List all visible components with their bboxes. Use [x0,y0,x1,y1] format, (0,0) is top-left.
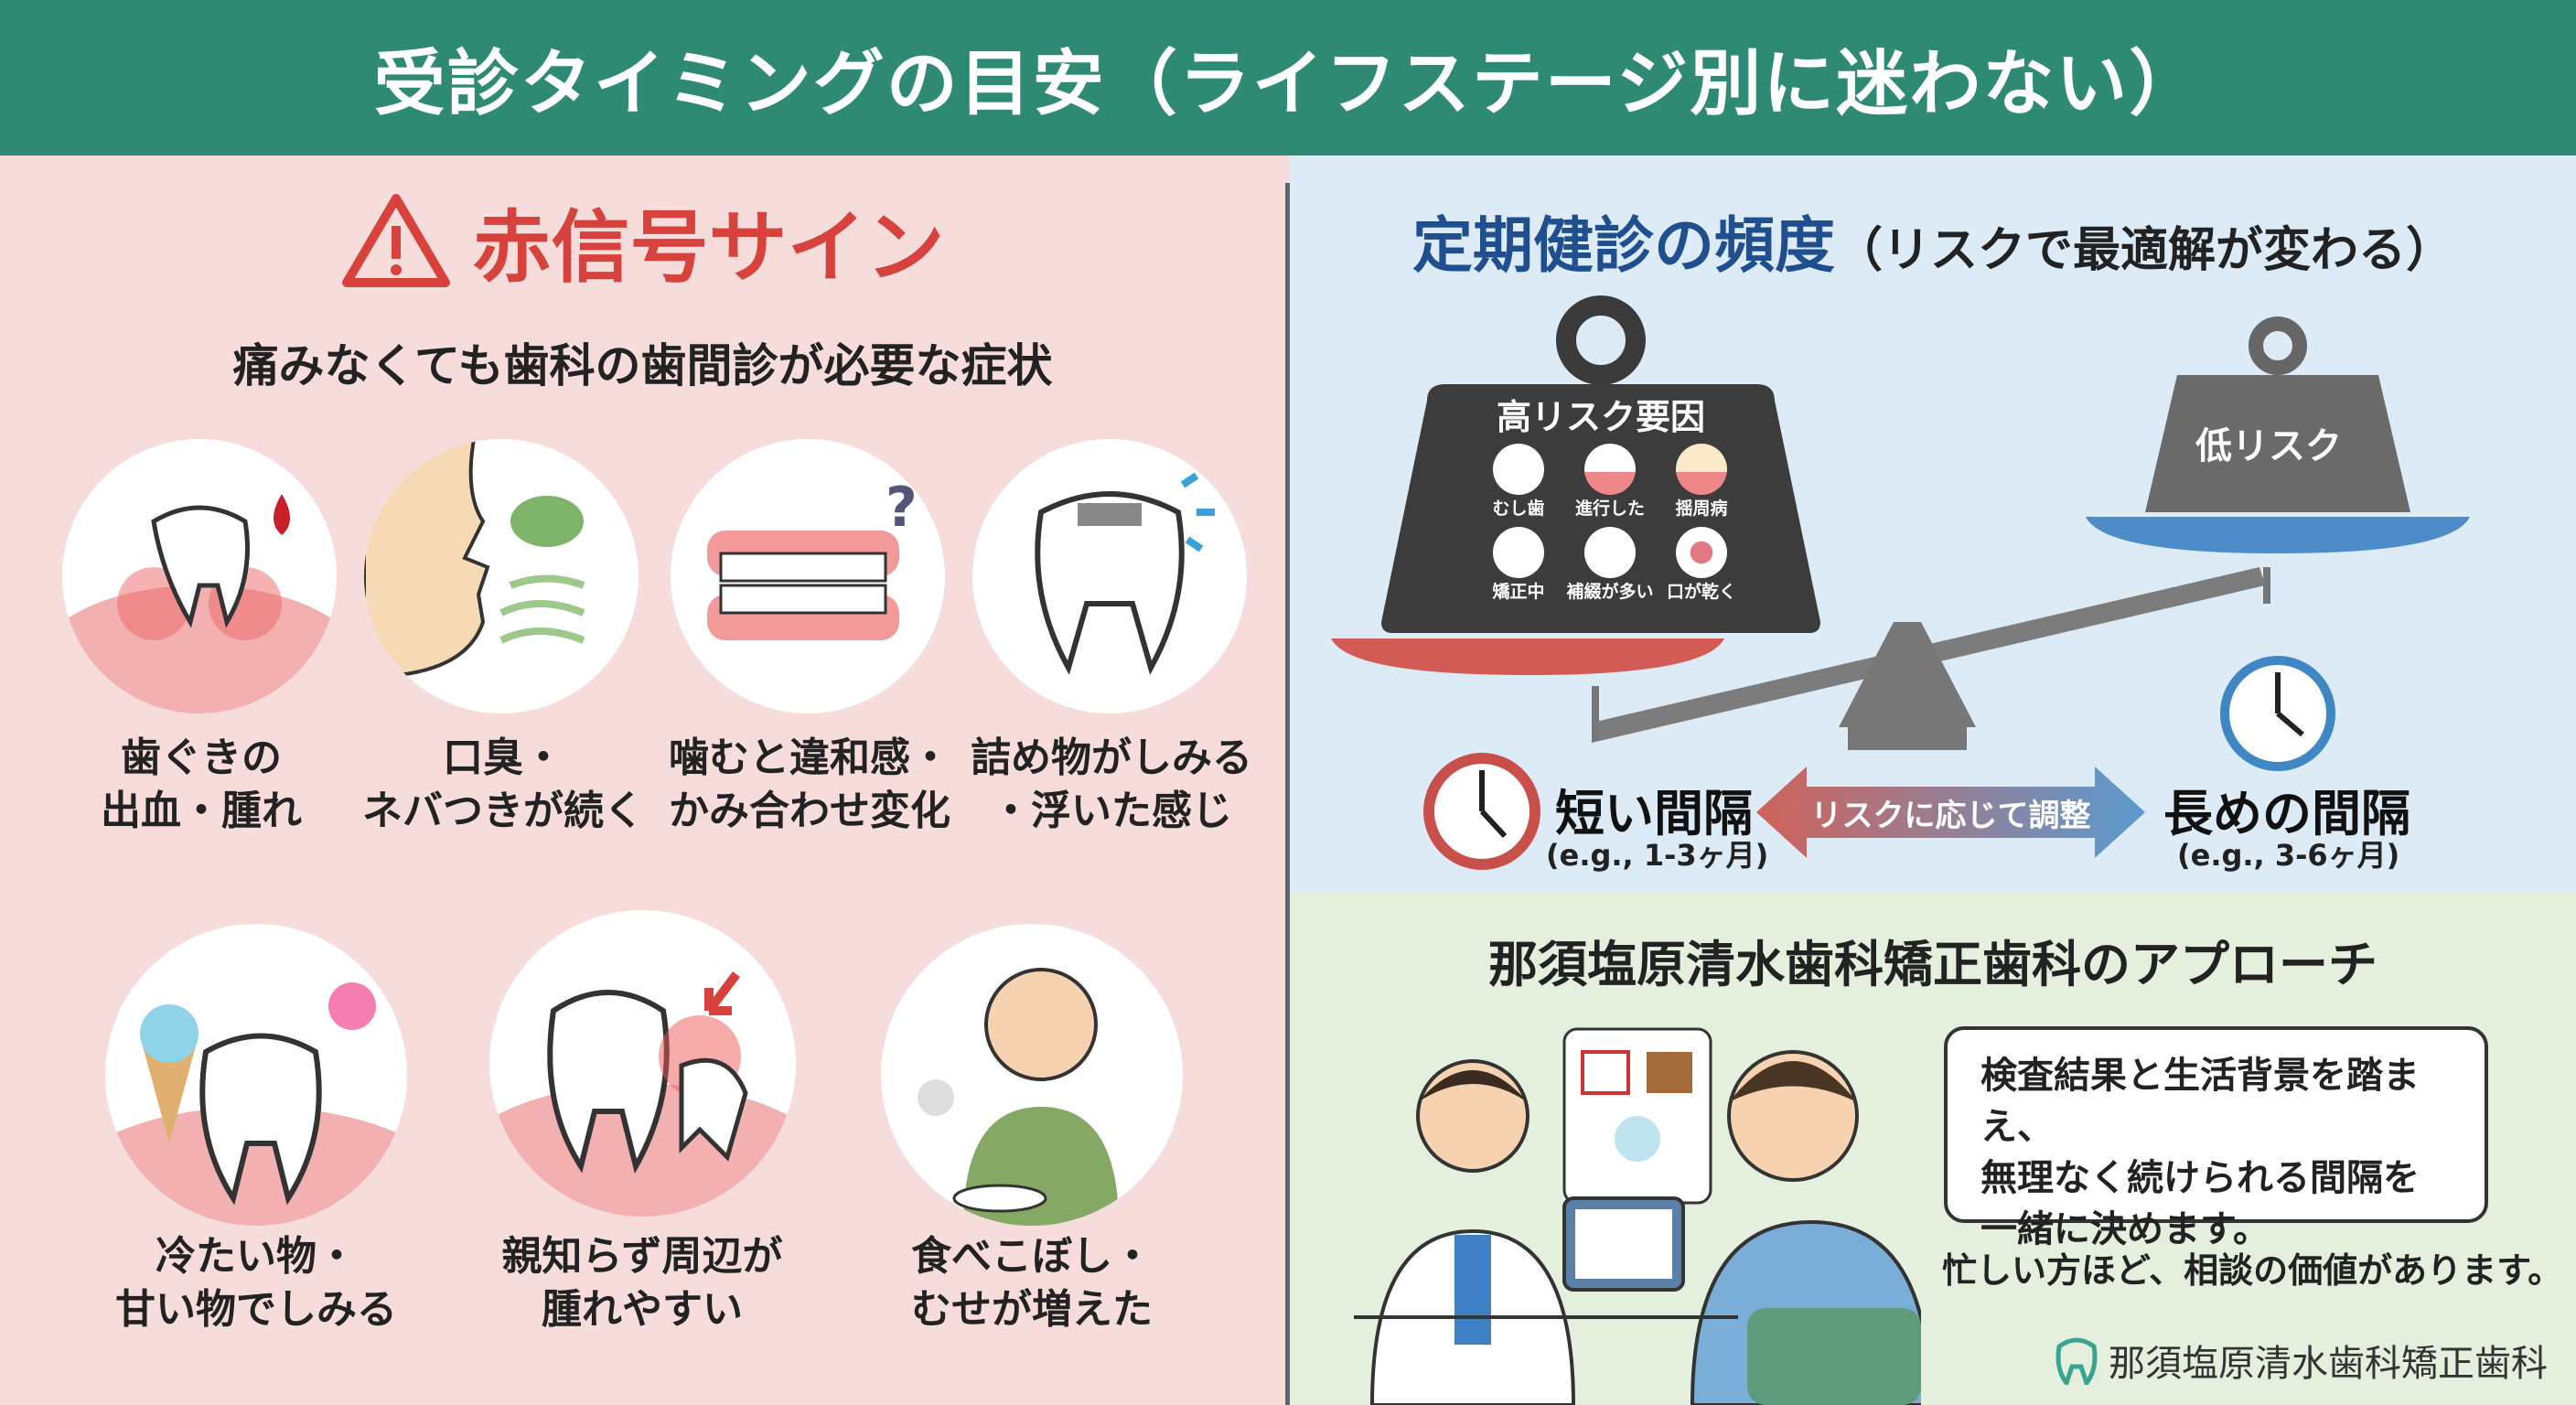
symptom-label: 親知らず周辺が腫れやすい [501,1233,783,1333]
svg-text:?: ? [886,476,918,540]
risk-factor-orthodontic: 矯正中 [1473,527,1564,603]
adjust-label: リスクに応じて調整 [1810,797,2091,834]
symptom-label: 口臭・ネバつきが続く [362,735,644,834]
symptom-label: 噛むと違和感・かみ合わせ変化 [669,735,950,834]
wisdom-tooth-icon [489,910,796,1217]
drop-icon [1676,527,1727,578]
elderly-choking-icon [881,924,1183,1226]
caries-icon [1493,444,1544,495]
symptom-label: 歯ぐきの出血・腫れ [101,735,302,834]
adjust-arrow: リスクに応じて調整 [1756,767,2145,858]
bad-breath-icon [364,439,639,713]
advanced-tooth-icon [1584,444,1636,495]
header: 受診タイミングの目安（ライフステージ別に迷わない） [0,0,2576,156]
symptom-label: 食べこぼし・むせが増えた [911,1233,1153,1333]
filling-icon [972,439,1247,713]
red-signs-title: 赤信号サイン [472,202,945,294]
risk-factor-prosthesis: 補綴が多い [1564,527,1656,603]
clinic-logo-text: 那須塩原清水歯科矯正歯科 [2109,1343,2548,1385]
risk-factor-dry-mouth: 口が乾く [1656,527,1747,603]
page-title: 受診タイミングの目安（ライフステージ別に迷わない） [373,43,2203,125]
frequency-heading: 定期健診の頻度（リスクで最適解が変わる） [1290,197,2576,284]
risk-factor-caries: むし歯 [1473,444,1564,520]
implant-icon [1584,527,1636,578]
symptom-label: 詰め物がしみる・浮いた感じ [971,735,1252,834]
approach-title: 那須塩原清水歯科矯正歯科のアプローチ [1488,936,2377,993]
short-clock-icon [1423,753,1540,870]
sensitive-tooth-icon [105,924,407,1226]
speech-bubble: 検査結果と生活背景を踏まえ、無理なく続けられる間隔を一緒に決めます。 [1944,1026,2488,1250]
long-clock-icon [2220,656,2335,771]
divider [1285,183,1290,1405]
consultation-illustration [1354,1027,1921,1405]
red-signs-heading: 赤信号サイン [0,183,1285,297]
risk-factor-advanced: 進行した [1564,444,1656,520]
red-signs-subtitle: 痛みなくても歯科の歯間診が必要な症状 [232,339,1053,392]
frequency-title-note: （リスクで最適解が変わる） [1834,223,2453,278]
short-interval-label: 短い間隔 [1555,785,1753,842]
bite-change-icon: ? [671,439,945,713]
periodontal-icon [1676,444,1727,495]
clinic-logo: 那須塩原清水歯科矯正歯科 [2054,1334,2548,1387]
long-interval-example: (e.g., 3-6ヶ月) [2177,838,2400,873]
high-risk-factors: むし歯 進行した 揺周病 矯正中 補綴が多い 口が乾く [1473,444,1747,603]
frequency-title: 定期健診の頻度 [1411,210,1835,281]
approach-note: 忙しい方ほど、相談の価値があります。 [1942,1250,2563,1291]
symptom-label: 冷たい物・甘い物でしみる [115,1233,397,1333]
risk-factor-periodontal: 揺周病 [1656,444,1747,520]
warning-icon [341,193,450,287]
braces-icon [1493,527,1544,578]
low-risk-title: 低リスク [2195,425,2342,467]
bleeding-gum-icon [62,439,337,713]
tooth-logo-icon [2055,1337,2098,1385]
high-risk-title: 高リスク要因 [1496,397,1705,437]
long-interval-label: 長めの間隔 [2163,785,2410,842]
short-interval-example: (e.g., 1-3ヶ月) [1546,838,1769,873]
